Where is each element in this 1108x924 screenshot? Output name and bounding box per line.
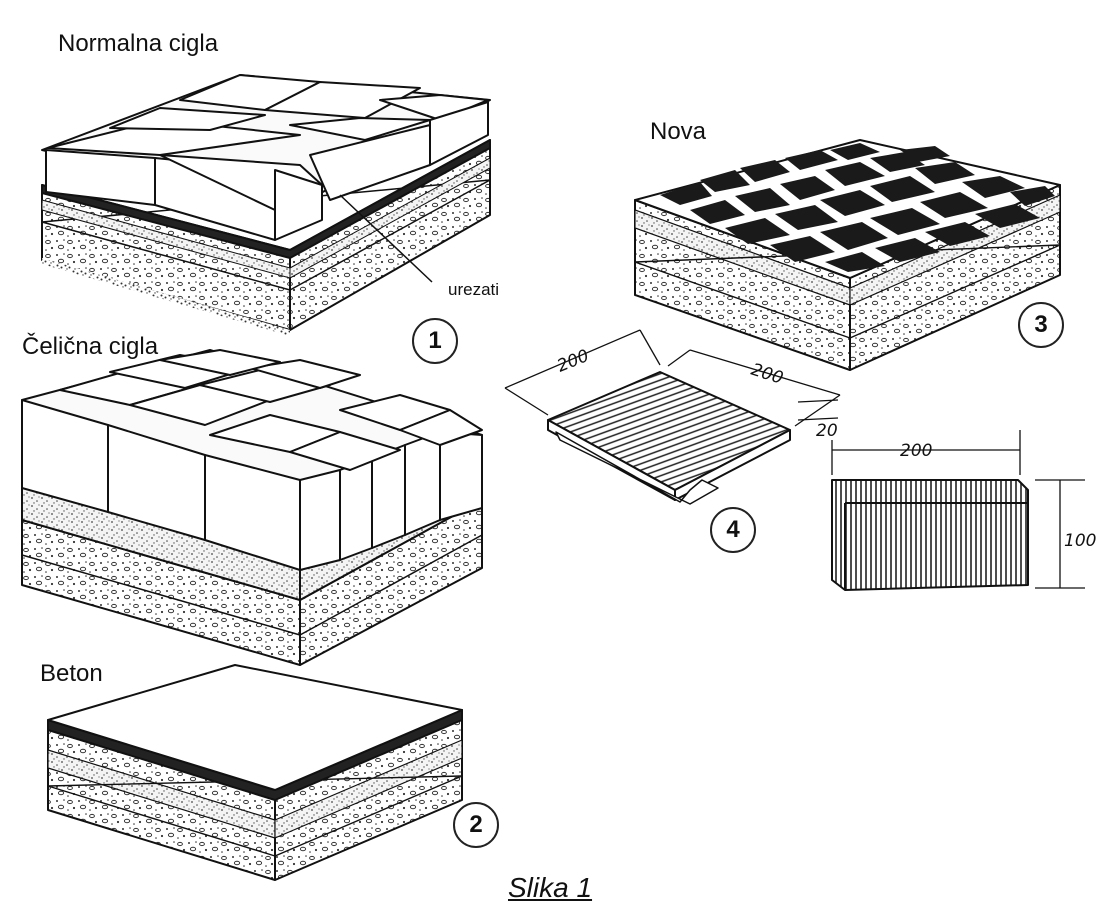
concrete-label: Beton [40,660,103,687]
new-pavement-label: Nova [650,118,707,145]
block-height-dimension: 100 [1064,531,1096,551]
notch-label: urezati [448,280,500,299]
figure-caption: Slika 1 [508,872,593,903]
marker-2: 2 [453,802,499,848]
normal-brick-label: Normalna cigla [58,30,219,57]
marker-4: 4 [710,507,756,553]
block-detail [831,430,1085,591]
tile-thickness-dimension: 20 [816,421,838,441]
tile-detail [504,329,841,505]
block-width-dimension: 200 [900,441,932,461]
steel-brick-pavement [21,349,483,666]
stone-mosaic [660,143,1055,272]
normal-brick-pavement [41,74,491,336]
tile-width-dimension: 200 [554,346,592,377]
marker-1: 1 [412,318,458,364]
steel-brick-label: Čelična cigla [22,333,159,360]
tile-length-dimension: 200 [748,360,785,389]
concrete-pavement [47,664,463,881]
block-dimension-lines [831,430,1085,589]
marker-3: 3 [1018,302,1064,348]
tile-dimension-lines [504,329,841,427]
new-pavement [634,139,1061,371]
